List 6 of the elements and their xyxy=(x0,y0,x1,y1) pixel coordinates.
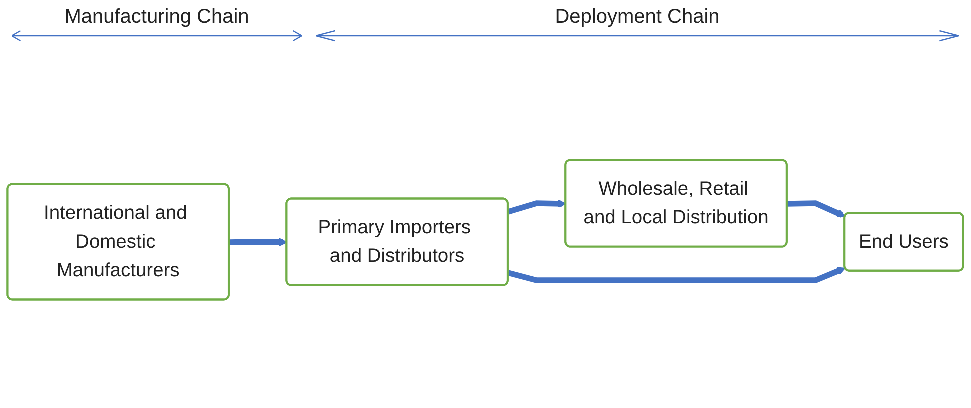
arrow xyxy=(787,200,846,218)
arrow xyxy=(508,200,566,215)
chain-label: Deployment Chain xyxy=(555,6,720,29)
arrow xyxy=(229,238,288,247)
arrow xyxy=(508,267,846,284)
chain-label: Manufacturing Chain xyxy=(64,6,250,29)
